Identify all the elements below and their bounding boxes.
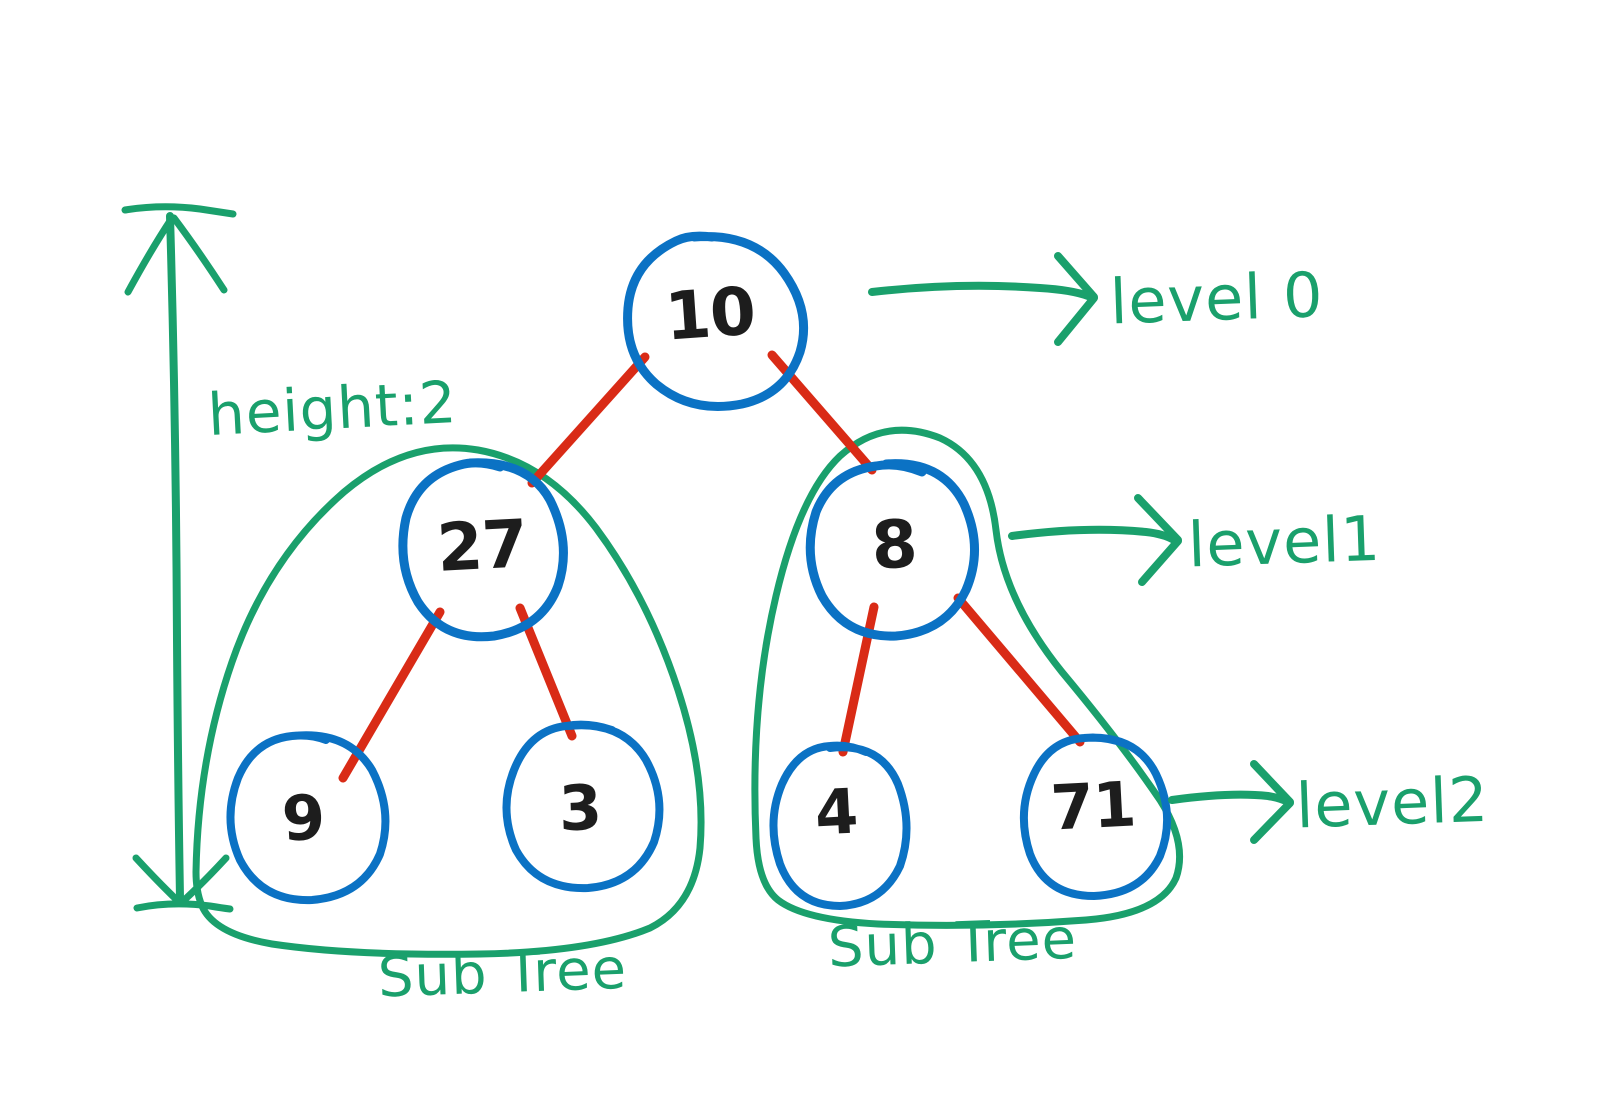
node-71[interactable]: 71 (1019, 733, 1172, 900)
level-2-arrow (1168, 760, 1294, 844)
node-root[interactable]: 10 (623, 231, 809, 411)
node-value-71: 71 (1049, 767, 1137, 844)
level-2-label: level2 (1295, 763, 1490, 843)
node-value-9: 9 (280, 780, 326, 855)
node-3[interactable]: 3 (502, 720, 664, 893)
subtree-outline-left (192, 444, 705, 958)
node-27[interactable]: 27 (398, 458, 568, 642)
node-circle-27 (398, 458, 568, 642)
level-1-label: level1 (1187, 502, 1382, 582)
edge-27-3 (515, 603, 577, 741)
height-measure-arrow (121, 203, 237, 913)
level-1-arrow (1008, 494, 1182, 586)
height-label: height:2 (206, 368, 459, 449)
node-circle-9 (226, 731, 390, 905)
node-8[interactable]: 8 (805, 459, 979, 641)
level-0-arrow (868, 252, 1098, 346)
node-circle-71 (1019, 733, 1172, 900)
edge-root-27 (527, 352, 650, 488)
node-circle-4 (769, 741, 911, 910)
node-value-3: 3 (558, 771, 603, 845)
node-4[interactable]: 4 (769, 741, 911, 910)
node-circle-3 (502, 720, 664, 893)
subtree-right-label: Sub Tree (827, 907, 1078, 981)
subtree-left-label: Sub Tree (377, 937, 628, 1011)
node-value-27: 27 (435, 505, 529, 587)
node-value-8: 8 (870, 505, 919, 584)
node-circle-root (623, 231, 809, 411)
subtree-outline-right (751, 426, 1184, 929)
edge-8-71 (953, 593, 1085, 747)
node-value-4: 4 (813, 774, 859, 849)
node-value-root: 10 (662, 272, 757, 355)
node-9[interactable]: 9 (226, 731, 390, 905)
node-circle-8 (805, 459, 979, 641)
level-0-label: level 0 (1109, 258, 1325, 338)
